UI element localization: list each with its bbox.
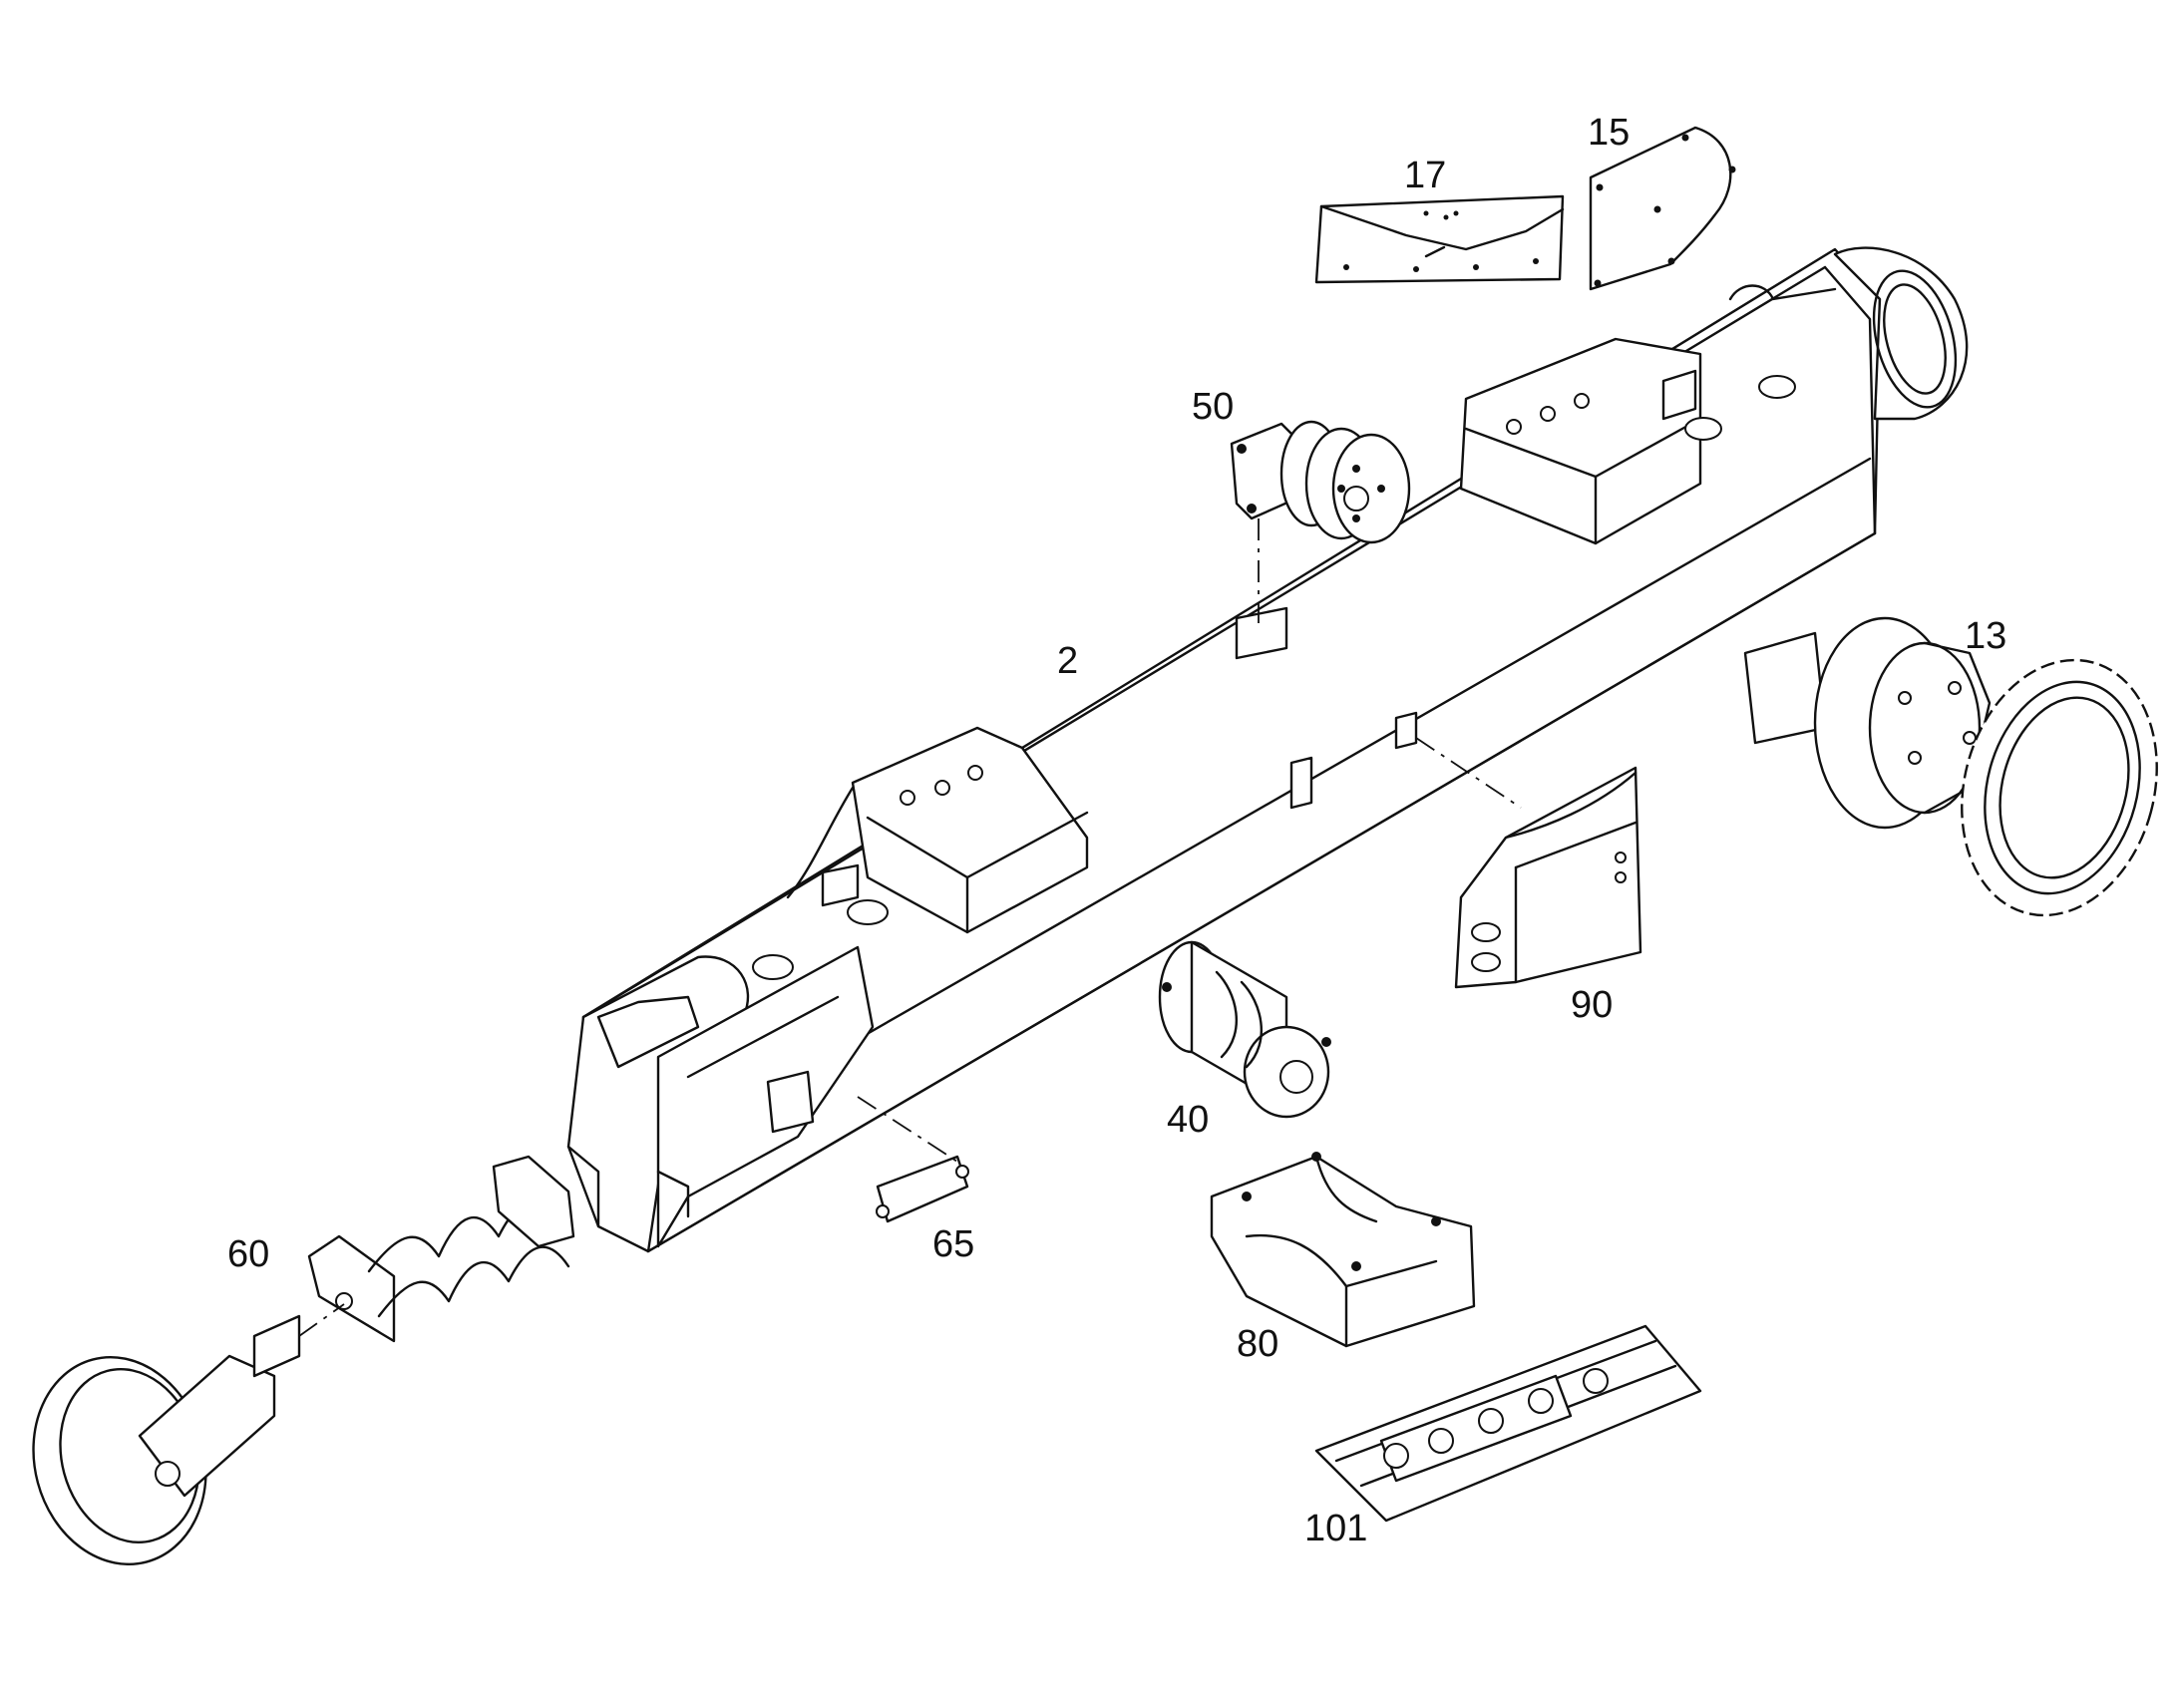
callout-101: 101: [1304, 1508, 1367, 1549]
part-80-roller-guard[interactable]: [1210, 1152, 1476, 1348]
callout-15: 15: [1588, 112, 1630, 154]
part-15-side-plate[interactable]: [1589, 126, 1736, 291]
part-90-guard[interactable]: [1454, 766, 1642, 989]
part-40-track-roller[interactable]: [1158, 940, 1331, 1119]
callout-40: 40: [1167, 1099, 1209, 1141]
callout-17: 17: [1404, 155, 1446, 196]
sprocket[interactable]: [1935, 638, 2180, 937]
callout-90: 90: [1571, 984, 1613, 1026]
part-60-tension-spring[interactable]: [307, 1155, 575, 1343]
callout-50: 50: [1192, 386, 1234, 428]
part-50-carrier-roller[interactable]: [1230, 420, 1411, 544]
callout-80: 80: [1237, 1323, 1278, 1365]
callout-13: 13: [1965, 615, 2006, 657]
callout-65: 65: [932, 1223, 974, 1265]
part-65-plate[interactable]: [876, 1155, 969, 1223]
leader-line-90: [1415, 737, 1522, 809]
callout-2: 2: [1057, 640, 1078, 682]
part-13-travel-drive[interactable]: [1743, 616, 1992, 830]
leader-line-65: [857, 1096, 958, 1163]
part-17-cover-plate[interactable]: [1314, 194, 1565, 284]
leader-line-60: [298, 1303, 345, 1337]
part-2-track-frame[interactable]: [566, 246, 1970, 1253]
callout-60: 60: [227, 1233, 269, 1275]
part-101-track-chain[interactable]: [1314, 1324, 1702, 1523]
idler-wheel[interactable]: [11, 1314, 301, 1583]
